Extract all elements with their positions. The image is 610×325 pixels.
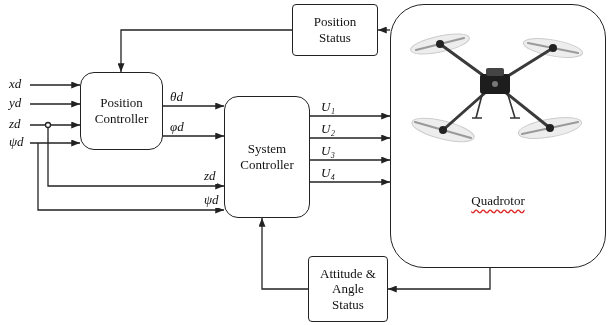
node-text: Position Controller: [87, 95, 156, 126]
node-text: System Controller: [231, 141, 303, 172]
status-box: Position Status: [292, 4, 378, 56]
branch-wire: [38, 143, 224, 210]
node-text: Position Status: [299, 14, 371, 45]
signal-label: φd: [169, 120, 185, 135]
connector: [388, 268, 490, 289]
connector: [163, 105, 224, 106]
controller-box: Position Controller: [80, 72, 163, 150]
connector: [121, 30, 292, 72]
controller-box: System Controller: [224, 96, 310, 218]
connector: [378, 29, 390, 30]
quadrotor-picture: [409, 30, 584, 147]
connector: [163, 135, 224, 136]
signal-label: zd: [203, 169, 217, 184]
status-box: Attitude & Angle Status: [308, 256, 388, 322]
signal-label: ψd: [203, 193, 220, 208]
node-text: Quadrotor: [471, 193, 524, 209]
connector: [262, 218, 308, 289]
input-arrow: [30, 124, 80, 125]
signal-label: U₁: [320, 100, 336, 115]
signal-label: zd: [8, 117, 22, 132]
connector: [310, 181, 390, 182]
junction-dot: [46, 123, 51, 128]
signal-label: xd: [8, 77, 22, 92]
signal-label: yd: [8, 96, 22, 111]
plant-box: Quadrotor: [390, 4, 606, 268]
branch-wire: [48, 128, 224, 187]
signal-label: U₃: [320, 144, 336, 159]
connector: [310, 115, 390, 116]
input-arrow: [30, 103, 80, 104]
connector: [310, 159, 390, 160]
signal-label: U₄: [320, 166, 336, 181]
signal-label: θd: [169, 90, 184, 105]
input-arrow: [30, 84, 80, 85]
signal-label: ψd: [8, 135, 25, 150]
input-wires: [30, 85, 224, 210]
signal-label: U₂: [320, 122, 336, 137]
connector: [310, 137, 390, 138]
node-text: Attitude & Angle Status: [315, 266, 381, 313]
